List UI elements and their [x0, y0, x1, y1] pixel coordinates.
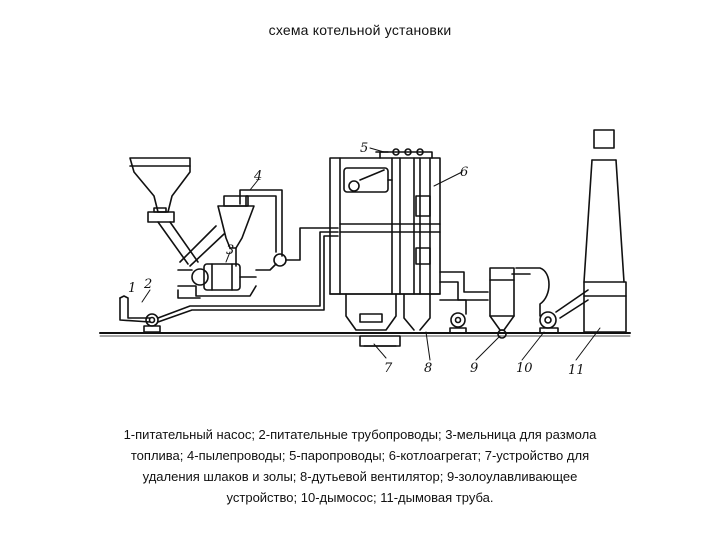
feed-pipelines	[157, 231, 339, 323]
blower-fan	[439, 299, 467, 334]
fuel-chute	[157, 221, 199, 265]
label-8: 8	[424, 361, 432, 376]
chimney	[583, 129, 627, 333]
label-9: 9	[470, 361, 478, 376]
label-10: 10	[516, 361, 533, 376]
flue-duct	[439, 271, 489, 301]
smoke-exhauster	[515, 267, 589, 334]
slag-ash-removal	[359, 335, 401, 347]
label-1: 1	[128, 281, 136, 296]
ash-collector	[489, 267, 531, 339]
dust-pipelines	[239, 189, 339, 271]
legend-line: 1-питательный насос; 2-питательные трубо…	[123, 427, 597, 442]
fuel-bunker	[129, 157, 191, 223]
label-11: 11	[568, 363, 585, 378]
slide-title: схема котельной установки	[268, 22, 452, 38]
label-6: 6	[460, 165, 468, 180]
label-4: 4	[253, 169, 262, 184]
label-2: 2	[143, 277, 152, 292]
leader-lines	[141, 147, 601, 361]
separator-cone	[179, 195, 255, 267]
boiler-unit	[329, 157, 441, 331]
legend-caption: 1-питательный насос; 2-питательные трубо…	[60, 424, 660, 508]
feed-pump	[119, 295, 161, 333]
legend-line: удаления шлаков и золы; 8-дутьевой венти…	[142, 469, 578, 484]
label-5: 5	[360, 141, 368, 156]
label-7: 7	[384, 361, 393, 376]
steam-pipelines	[375, 148, 433, 159]
label-3: 3	[226, 243, 234, 258]
legend-line: устройство; 10-дымосос; 11-дымовая труба…	[226, 490, 494, 505]
coal-mill	[177, 263, 257, 297]
legend-line: топлива; 4-пылепроводы; 5-паропроводы; 6…	[130, 448, 590, 463]
